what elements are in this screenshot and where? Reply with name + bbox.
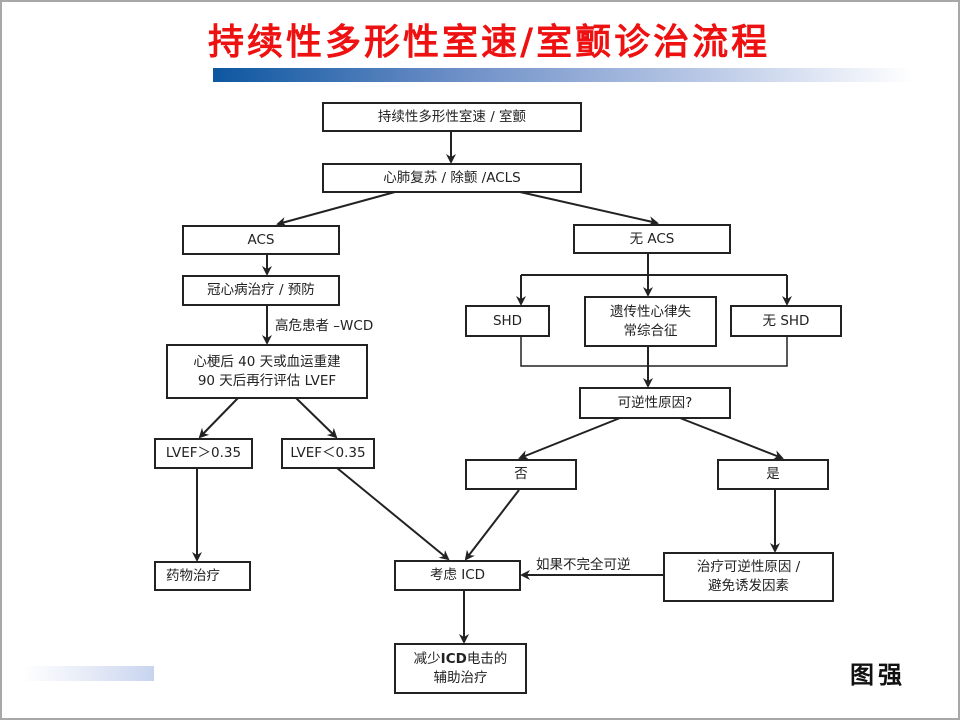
node-consider-icd: 考虑 ICD (394, 560, 521, 591)
node-treat-reversible-line2: 避免诱发因素 (708, 578, 789, 594)
logo-text: 图强 (850, 661, 906, 689)
node-drug-therapy: 药物治疗 (154, 561, 251, 591)
node-cpr: 心肺复苏 / 除颤 /ACLS (322, 163, 582, 193)
node-shd-label: SHD (492, 312, 523, 329)
node-chd-treatment-label: 冠心病治疗 / 预防 (207, 282, 315, 298)
node-chd-treatment: 冠心病治疗 / 预防 (182, 275, 340, 306)
node-reversible-cause: 可逆性原因? (579, 387, 731, 419)
node-reduce-line2: 辅助治疗 (433, 669, 488, 686)
node-cpr-label: 心肺复苏 / 除颤 /ACLS (383, 169, 521, 186)
node-start-label: 持续性多形性室速 / 室颤 (377, 108, 527, 125)
node-inherited-arrhythmia: 遗传性心律失 常综合征 (584, 296, 717, 347)
node-no-acs: 无 ACS (573, 224, 731, 254)
node-acs-label: ACS (247, 231, 275, 248)
node-reduce-icd-shock: 减少ICD电击的 辅助治疗 (394, 643, 527, 694)
node-drug-therapy-label: 药物治疗 (166, 567, 220, 584)
node-no-shd-label: 无 SHD (762, 312, 810, 329)
node-consider-icd-label: 考虑 ICD (429, 567, 486, 583)
node-no-acs-label: 无 ACS (629, 230, 675, 247)
node-start: 持续性多形性室速 / 室颤 (322, 102, 582, 132)
node-lvef-high: LVEF＞0.35 (154, 438, 253, 469)
node-no-label: 否 (514, 466, 528, 482)
edge-label-high-risk-wcd: 高危患者 –WCD (275, 318, 374, 334)
node-reassess-line1: 心梗后 40 天或血运重建 (193, 353, 341, 370)
node-treat-reversible-line1: 治疗可逆性原因 / (696, 559, 801, 575)
node-treat-reversible: 治疗可逆性原因 / 避免诱发因素 (663, 552, 834, 602)
slide-title: 持续性多形性室速/室颤诊治流程 (208, 21, 771, 63)
node-yes: 是 (717, 459, 829, 490)
reduce-post-text: 电击的 (466, 650, 508, 667)
node-acs: ACS (182, 225, 340, 255)
node-reversible-cause-label: 可逆性原因? (617, 394, 693, 411)
reduce-pre-text: 减少 (413, 650, 441, 667)
edge-label-not-fully-reversible: 如果不完全可逆 (536, 557, 631, 573)
node-no-shd: 无 SHD (730, 305, 842, 337)
node-yes-label: 是 (766, 466, 780, 482)
node-no: 否 (465, 459, 577, 490)
node-reassess-line2: 90 天后再行评估 LVEF (197, 372, 337, 389)
node-inherited-line1: 遗传性心律失 (610, 303, 691, 320)
node-reassess-lvef: 心梗后 40 天或血运重建 90 天后再行评估 LVEF (166, 344, 368, 399)
node-lvef-low-label: LVEF＜0.35 (290, 445, 366, 461)
title-underline-bar (213, 68, 913, 82)
node-shd: SHD (465, 305, 550, 337)
node-lvef-high-label: LVEF＞0.35 (165, 445, 242, 461)
node-reduce-line1: 减少ICD电击的 (414, 650, 508, 669)
footer-decorative-bar (22, 666, 154, 681)
reduce-icd-text: ICD (440, 650, 467, 667)
node-lvef-low: LVEF＜0.35 (281, 438, 375, 469)
node-inherited-line2: 常综合征 (623, 322, 678, 339)
